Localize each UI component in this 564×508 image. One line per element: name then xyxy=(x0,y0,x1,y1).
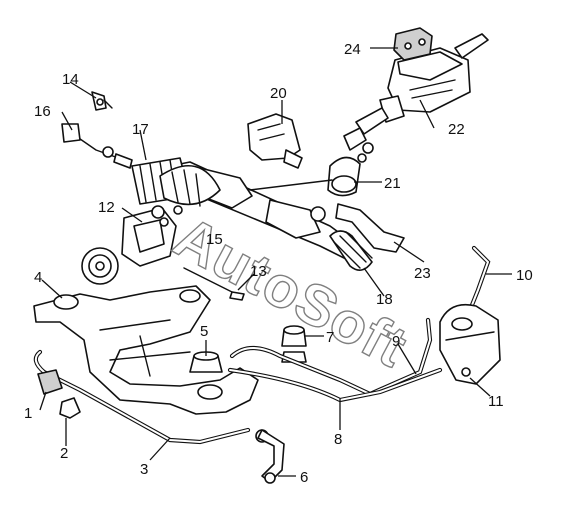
drop-link xyxy=(255,429,285,484)
callout-8: 8 xyxy=(334,431,342,448)
pipe-bracket xyxy=(335,203,405,253)
fluid-reservoir xyxy=(439,303,501,385)
anti-roll-bar xyxy=(33,349,251,445)
callout-6: 6 xyxy=(300,469,308,486)
callout-16: 16 xyxy=(34,103,51,120)
callout-12: 12 xyxy=(98,199,115,216)
callout-23: 23 xyxy=(414,265,431,282)
callout-4: 4 xyxy=(34,269,42,286)
callout-21: 21 xyxy=(384,175,401,192)
column-bracket xyxy=(393,27,433,61)
steering-column xyxy=(343,33,489,163)
clamp-2 xyxy=(59,397,81,419)
callouts: 1 2 3 4 5 6 7 8 9 10 11 12 13 14 15 16 1… xyxy=(24,41,533,486)
heat-shield xyxy=(247,113,303,169)
callout-11: 11 xyxy=(488,393,504,410)
callout-7: 7 xyxy=(326,329,334,346)
rod-13 xyxy=(183,267,245,301)
callout-9: 9 xyxy=(392,333,400,350)
callout-3: 3 xyxy=(140,461,148,478)
callout-10: 10 xyxy=(516,267,533,284)
callout-1: 1 xyxy=(24,405,32,422)
rack-gaiter xyxy=(131,157,221,207)
subframe xyxy=(33,285,259,415)
callout-20: 20 xyxy=(270,85,287,102)
callout-22: 22 xyxy=(448,121,465,138)
power-steering-pump xyxy=(81,205,177,285)
callout-15: 15 xyxy=(206,231,223,248)
callout-13: 13 xyxy=(250,263,267,280)
clip-fitting xyxy=(91,91,113,111)
tie-rod-end xyxy=(61,123,133,169)
callout-17: 17 xyxy=(132,121,149,138)
bush-1 xyxy=(37,369,63,395)
leader-lines xyxy=(39,47,512,477)
callout-24: 24 xyxy=(344,41,361,58)
callout-14: 14 xyxy=(62,71,79,88)
boot-cover xyxy=(327,156,361,197)
bolt-15 xyxy=(173,205,183,215)
callout-18: 18 xyxy=(376,291,393,308)
callout-5: 5 xyxy=(200,323,208,340)
callout-2: 2 xyxy=(60,445,68,462)
